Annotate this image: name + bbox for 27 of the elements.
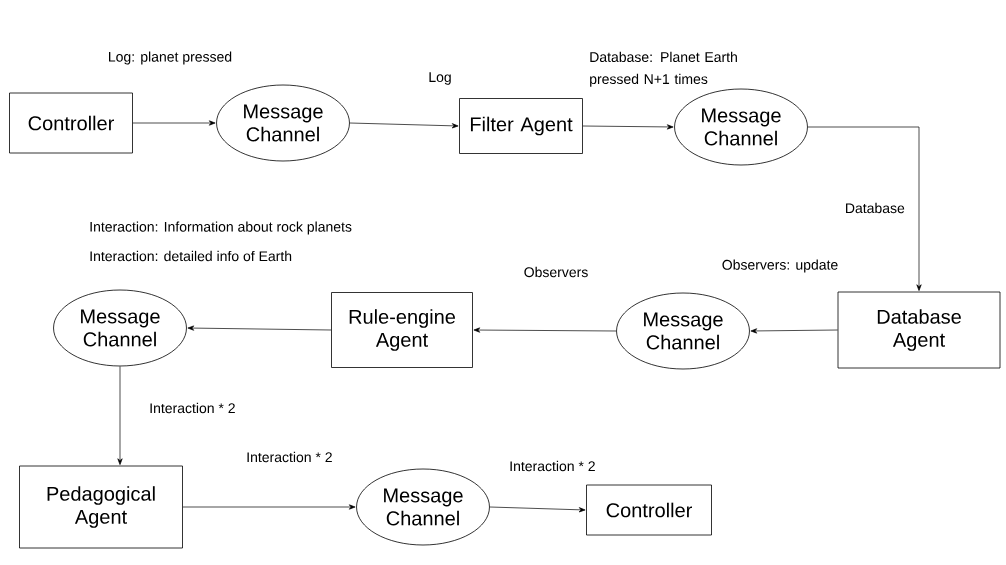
- arrow: [807, 126, 922, 291]
- edge-label: Log: [429, 72, 451, 85]
- arrow: [187, 325, 332, 331]
- process-box: Pedagogical Agent: [19, 465, 183, 549]
- arrow: [473, 327, 617, 333]
- edge-label: Observers: update: [722, 259, 838, 273]
- annotation-text: Interaction: detailed info of Earth: [90, 250, 292, 262]
- arrow: [182, 504, 356, 510]
- edge-label: Observers: [524, 266, 588, 278]
- edge-label: Database: Planet Earth pressed N+1 times: [590, 51, 737, 87]
- edge-label: Interaction * 2: [510, 460, 595, 472]
- process-box: Filter Agent: [459, 98, 583, 154]
- edge-label: Log: planet pressed: [109, 51, 232, 65]
- edge-label: Interaction * 2: [150, 402, 235, 414]
- process-box: Controller: [9, 92, 133, 154]
- arrow: [582, 124, 674, 130]
- arrow: [117, 366, 123, 465]
- process-box: Database Agent: [837, 291, 1001, 369]
- arrow: [132, 120, 216, 126]
- annotation-text: Interaction: Information about rock planets: [90, 221, 352, 235]
- edge-label: Database: [846, 202, 905, 214]
- edge-label: Interaction * 2: [247, 451, 332, 463]
- process-box: Rule-engine Agent: [331, 292, 473, 368]
- arrow: [750, 328, 838, 334]
- arrow: [489, 506, 586, 513]
- process-box: Controller: [586, 484, 712, 536]
- arrow: [349, 122, 459, 129]
